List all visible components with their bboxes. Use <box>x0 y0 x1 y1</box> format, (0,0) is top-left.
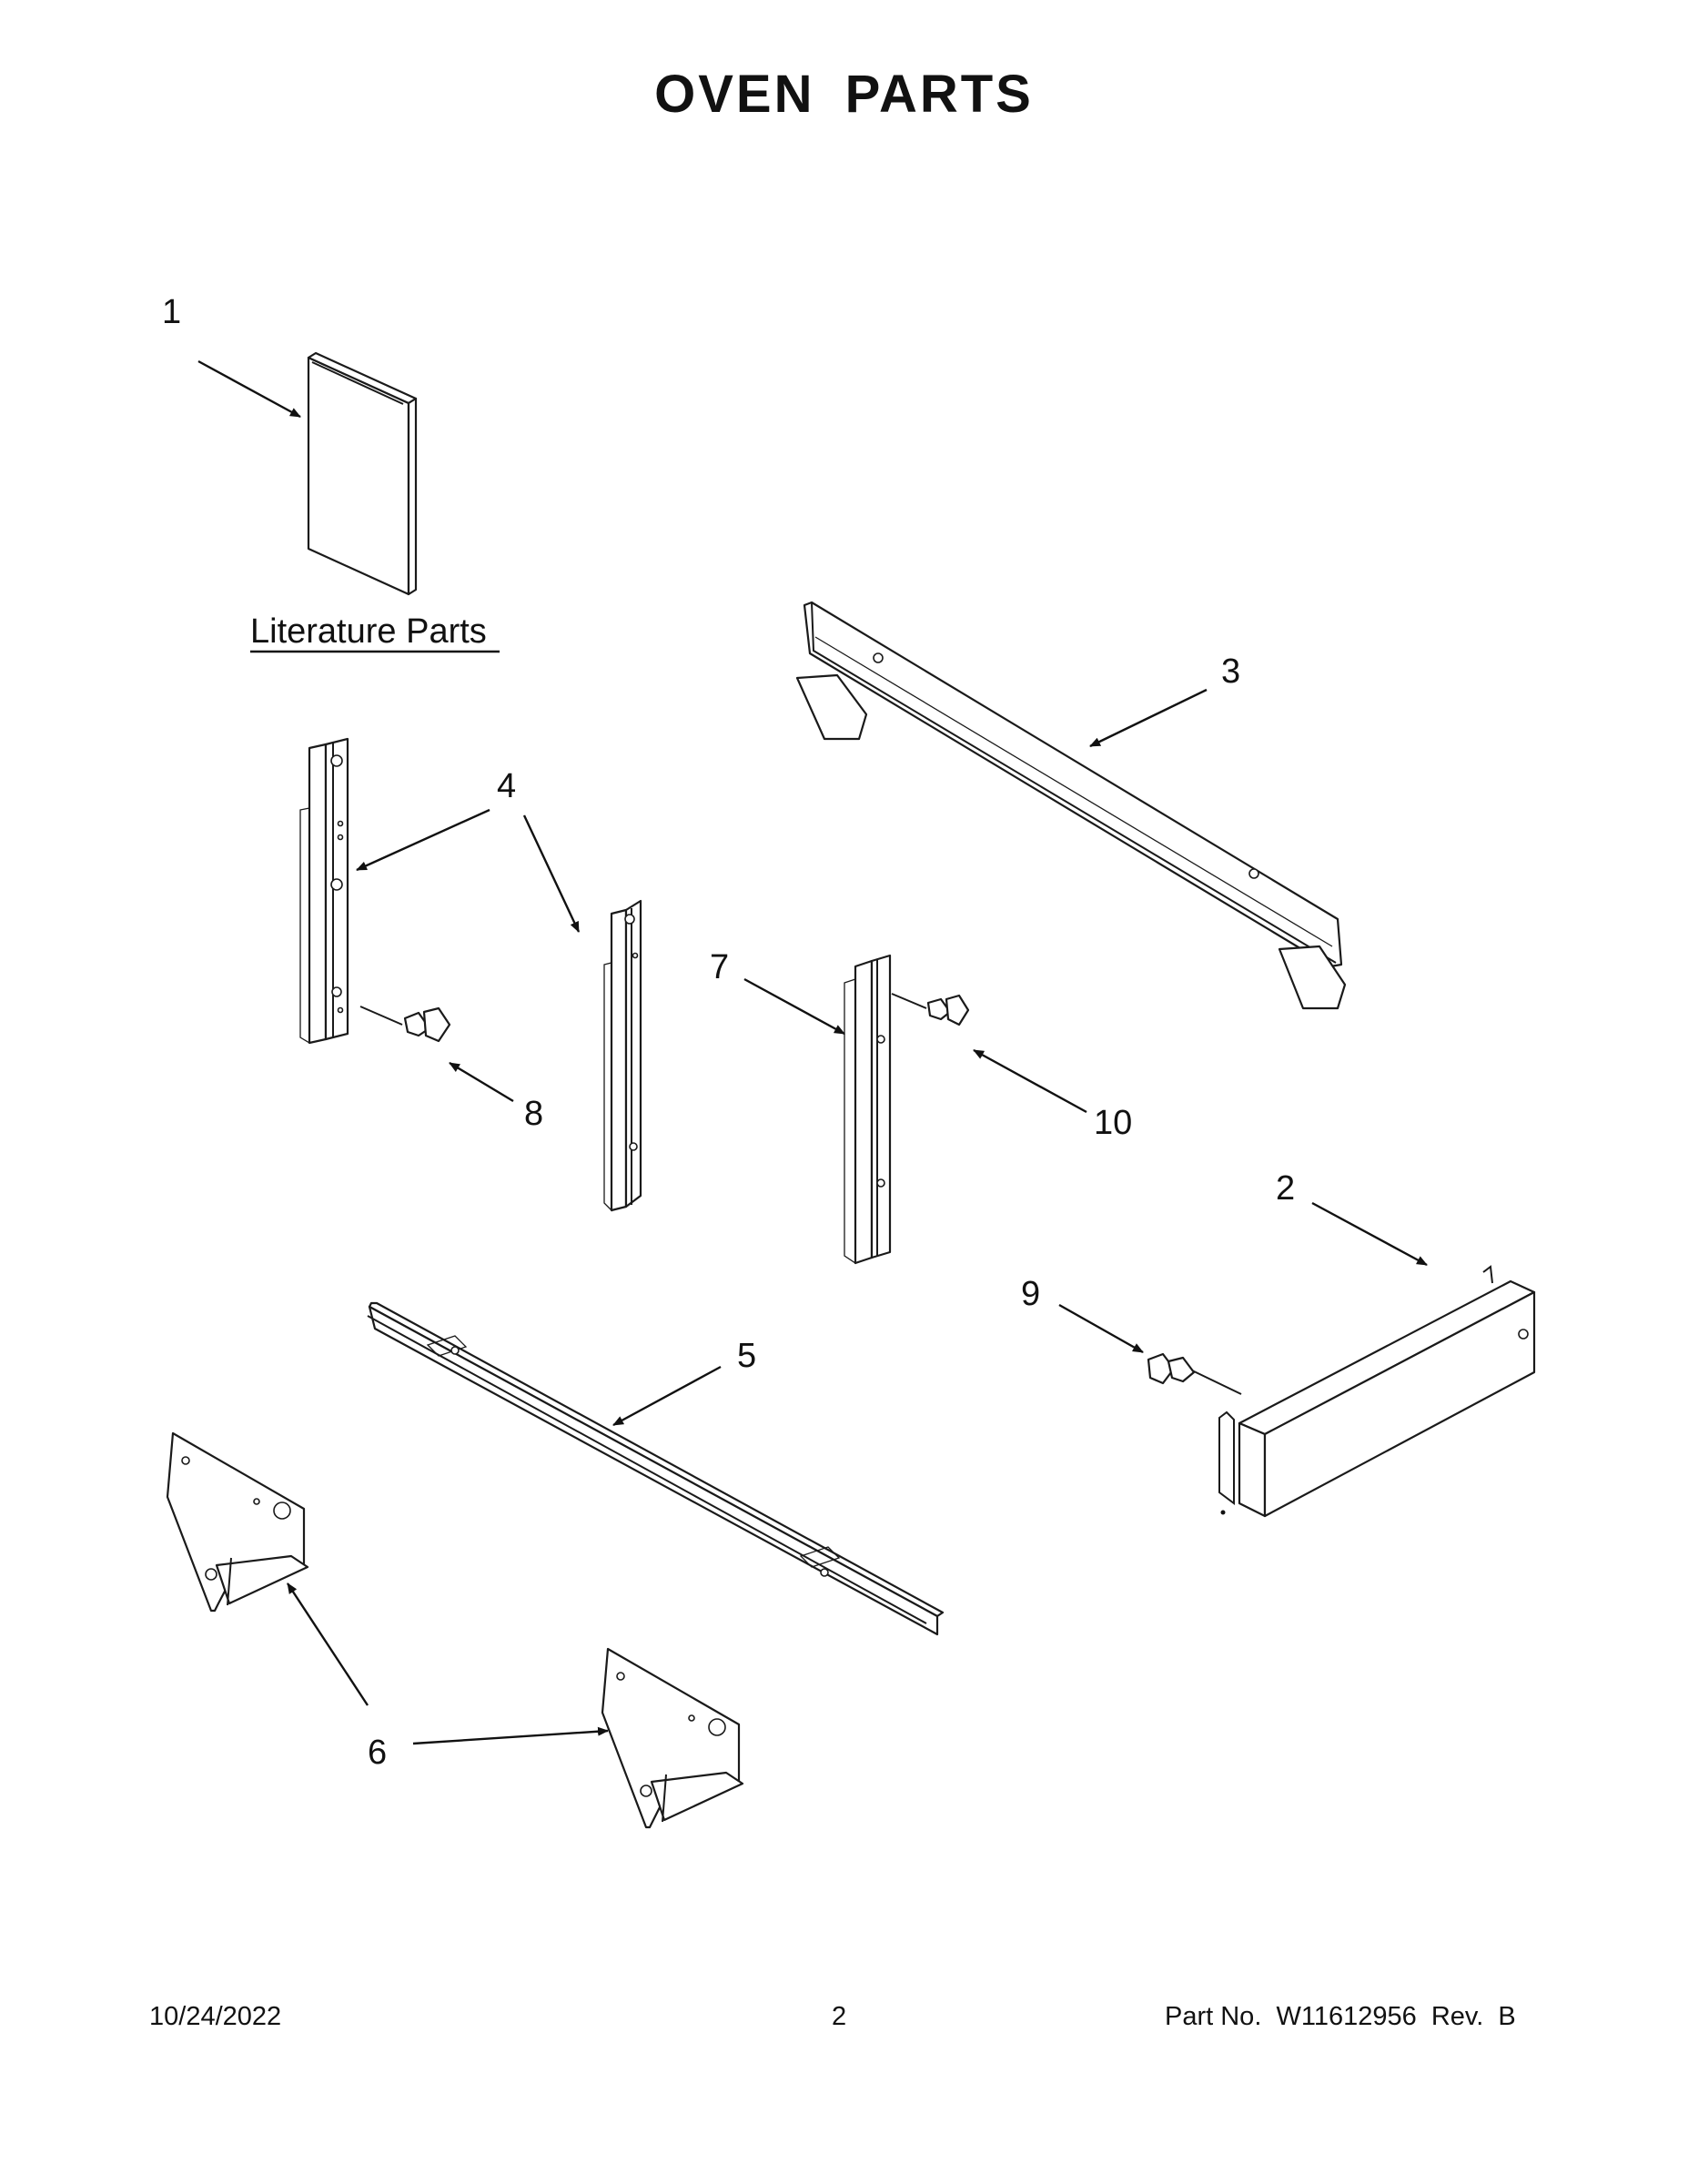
callout-9: 9 <box>1021 1275 1040 1313</box>
side-rail-right <box>603 899 642 1212</box>
page-title: OVEN PARTS <box>654 65 1034 124</box>
center-channel <box>844 954 892 1265</box>
leader-lines <box>197 359 1428 1745</box>
footer-part-number: Part No. W11612956 Rev. B <box>1165 2002 1516 2031</box>
screw-9 <box>1147 1352 1242 1395</box>
callout-4: 4 <box>497 767 516 805</box>
literature-parts-label: Literature Parts <box>250 612 487 651</box>
callout-8: 8 <box>524 1095 543 1133</box>
callout-3: 3 <box>1221 652 1240 691</box>
literature-booklet <box>307 351 418 596</box>
callout-10: 10 <box>1094 1104 1132 1142</box>
vent-box <box>1218 1265 1536 1518</box>
callout-1: 1 <box>162 293 181 331</box>
screw-10 <box>891 993 970 1026</box>
callout-7: 7 <box>710 948 729 986</box>
callout-6: 6 <box>368 1734 387 1772</box>
side-rail-left <box>299 737 349 1045</box>
foot-bracket-right <box>601 1647 744 1829</box>
footer-date: 10/24/2022 <box>149 2002 282 2031</box>
foot-bracket-left <box>166 1431 309 1613</box>
screw-8 <box>359 1006 451 1043</box>
callout-2: 2 <box>1276 1169 1295 1208</box>
bottom-rail <box>367 1301 945 1636</box>
footer-page-number: 2 <box>832 2002 847 2031</box>
rear-bracket <box>795 601 1347 1010</box>
callout-5: 5 <box>737 1337 756 1375</box>
